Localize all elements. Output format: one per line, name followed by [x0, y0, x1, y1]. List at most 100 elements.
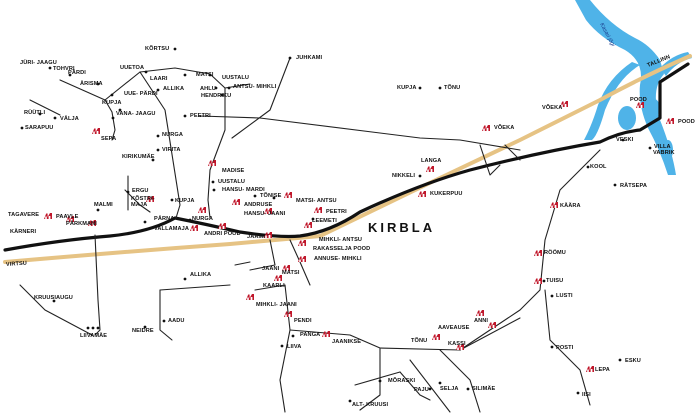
- place-label: ALLIKA: [190, 272, 211, 278]
- place-label: POOD: [678, 119, 695, 125]
- river: [575, 0, 692, 175]
- map-title: KIRBLA: [368, 220, 435, 235]
- place-label: MATSI: [282, 270, 300, 276]
- place-label: ANDRUSE: [244, 202, 273, 208]
- place-label: KUPJA: [397, 85, 416, 91]
- place-label: PÄRKMANI: [66, 220, 97, 227]
- place-label: VILLA: [654, 144, 671, 150]
- place-label: UUSTALU: [218, 179, 245, 185]
- place-label: VIRITA: [162, 147, 181, 153]
- place-label: RÜÜTLI: [24, 109, 45, 116]
- direction-label-west: VIRTSU: [6, 261, 27, 268]
- place-label: TOHVRI: [53, 66, 75, 72]
- place-label: KÕSTRI-: [131, 195, 155, 202]
- secondary-roads: [19, 57, 601, 413]
- place-label: MIHKLI- ANTSU: [319, 237, 362, 243]
- place-label: HANSU- MARDI: [222, 187, 265, 193]
- place-label: UUSTALU: [222, 75, 249, 81]
- place-label: ALT- KRUUSI: [352, 402, 388, 408]
- place-label: MALMI: [94, 202, 113, 208]
- place-label: KAARLI: [263, 283, 285, 289]
- place-label: LIIVAMÄE: [80, 332, 107, 339]
- place-label: LEPA: [595, 367, 610, 373]
- place-label: JUHKAMI: [296, 55, 323, 61]
- place-label: TÕNU: [411, 337, 427, 344]
- place-label: NEIDRE: [132, 328, 154, 334]
- place-label: UUETOA: [120, 65, 144, 71]
- place-label: LAARI: [150, 76, 168, 82]
- place-label: NIKKELI: [392, 173, 415, 179]
- place-label: PÄRDI: [68, 69, 86, 76]
- place-label: TÕNU: [444, 84, 460, 91]
- place-label: KRUUSIAUGU: [34, 295, 73, 301]
- place-label: PÄRNA: [154, 215, 174, 222]
- place-label: JAANI: [262, 266, 280, 272]
- place-label: POSTI: [556, 345, 574, 351]
- place-label: HANSU- JAANI: [244, 211, 286, 217]
- place-label: KASSI: [448, 341, 466, 347]
- place-label: VESKI: [616, 137, 634, 143]
- place-label: RAKASSELJA POOD: [313, 246, 370, 252]
- place-label: SARAPUU: [25, 125, 53, 131]
- place-label: LUSTI: [556, 293, 573, 299]
- place-label: UUE- PÄRDI: [124, 90, 158, 97]
- place-label: KOOL: [590, 164, 607, 170]
- place-label: JAANIKSE: [332, 339, 361, 345]
- place-label: PAAVLE: [56, 214, 79, 220]
- place-label: ÄRISMA: [80, 80, 103, 87]
- place-label: MÕRASKI: [388, 377, 415, 384]
- place-label: NURGA: [162, 132, 183, 138]
- place-label: RÄTSEPA: [620, 182, 647, 189]
- place-label: VABRIK: [653, 150, 675, 156]
- place-label: SEPA: [101, 136, 116, 142]
- place-label: RÖÖMU: [544, 249, 566, 256]
- place-label: KÕRTSU: [145, 45, 169, 52]
- place-label: PEETRI: [190, 113, 211, 119]
- place-label: ALLIKA: [163, 86, 184, 92]
- place-label: VALLAMAJA: [154, 226, 189, 232]
- place-label: VANA- JAAGU: [116, 111, 156, 117]
- place-label: MATSI- ANTSU: [296, 198, 337, 204]
- place-label: KÄRNERI: [10, 228, 37, 235]
- place-label: PANGA: [300, 332, 320, 338]
- place-label: LIIVA: [287, 344, 301, 350]
- place-label: AAVEAUSE: [438, 325, 470, 331]
- place-label: ANNI: [474, 318, 488, 324]
- place-label: JÜRI- JAAGU: [20, 59, 57, 66]
- place-label: MAJA: [131, 202, 147, 208]
- place-label: KUKERPUU: [430, 191, 463, 197]
- place-label: ANTSU- MIHKLI: [233, 84, 277, 90]
- place-label: NURGA: [192, 216, 213, 222]
- place-label: TUISU: [546, 278, 563, 284]
- place-label: ERGU: [132, 188, 149, 194]
- place-label: VÕEKA: [542, 104, 562, 111]
- place-label: VÕEKA: [494, 124, 514, 131]
- place-label: MATSI: [196, 72, 214, 78]
- place-label: KIRIKUMÄE: [122, 153, 155, 160]
- place-label: KUPJA: [102, 100, 121, 106]
- place-label: SELJA: [440, 386, 459, 392]
- place-label: LEEMETI: [312, 218, 337, 224]
- place-labels: JÜRI- JAAGU TOHVRI PÄRDI ÄRISMA KÕRTSU U…: [8, 45, 695, 408]
- place-label: LANGA: [421, 158, 441, 164]
- place-label: TAGAVERE: [8, 212, 39, 218]
- place-label: PENDI: [294, 318, 312, 324]
- place-label: POOD: [630, 97, 647, 103]
- place-label: MIHKLI- JAANI: [256, 302, 297, 308]
- place-label: IISI: [582, 392, 591, 398]
- place-label: ANNUSE- MIHKLI: [314, 256, 362, 262]
- place-label: ANDRI POOD: [204, 231, 241, 237]
- place-label: SILIMÄE: [472, 385, 496, 392]
- place-label: PAJU: [414, 387, 429, 393]
- place-label: AADU: [168, 318, 185, 324]
- place-label: PEETRI: [326, 209, 347, 215]
- main-road: [3, 62, 690, 252]
- place-label: HENDRIKU: [201, 93, 231, 99]
- place-label: KÄÄRA: [560, 202, 581, 209]
- place-label: VÄLJA: [60, 115, 79, 122]
- place-label: MADISE: [222, 168, 245, 174]
- place-label: JAAMI: [247, 234, 265, 240]
- settlement-dots: [20, 47, 652, 403]
